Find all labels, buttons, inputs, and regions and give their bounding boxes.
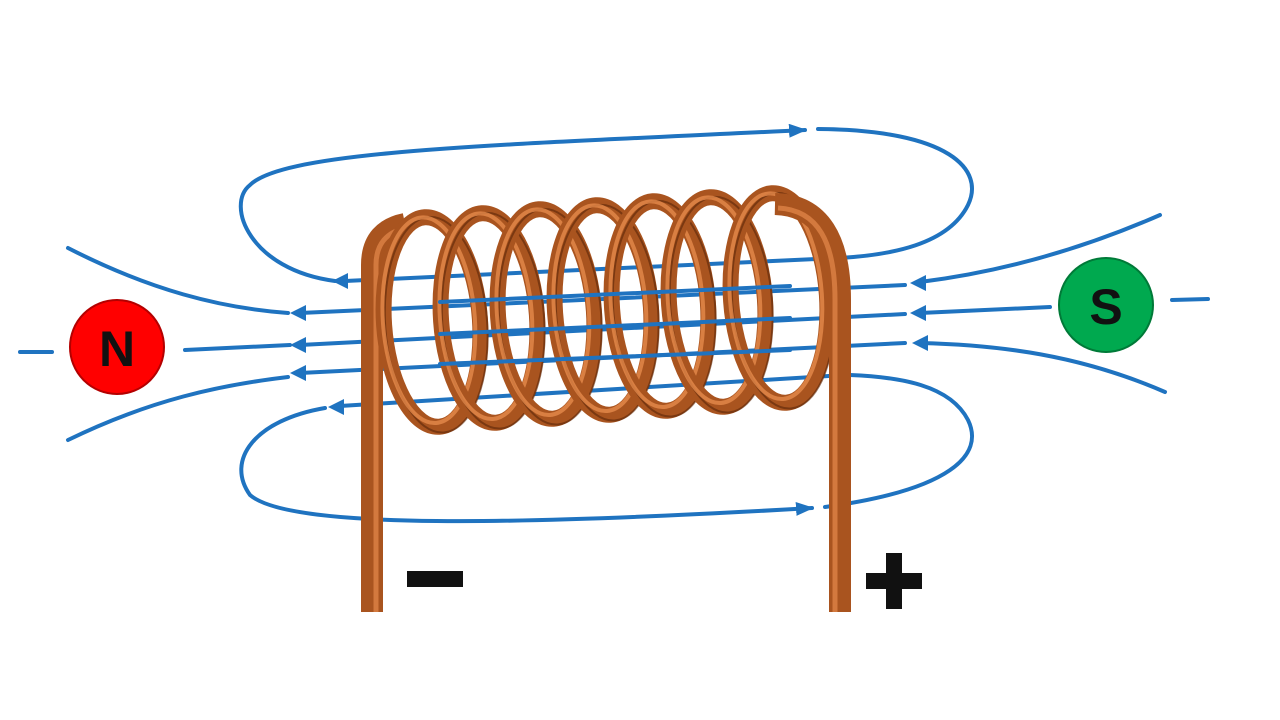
minus-sign [407, 571, 463, 587]
positive-terminal: + [0, 0, 922, 609]
arrowhead-inner-3 [290, 337, 306, 353]
arrowhead-right-upper [910, 275, 926, 291]
coil-turn-highlight [494, 207, 592, 418]
north-pole-label: N [99, 321, 135, 377]
field-line-left-lower-flare [66, 375, 290, 442]
field-line-inner-2 [298, 283, 907, 315]
arrowhead-inner-5 [328, 399, 344, 415]
field-line-left-upper-flare [66, 246, 290, 315]
field-line-right-upper-flare [918, 213, 1162, 284]
field-line-bottom-loop-return [823, 373, 974, 509]
field-line-top-loop [238, 123, 807, 283]
field-line-left-center [183, 343, 292, 352]
arrowhead-right-lower [912, 335, 928, 351]
field-lines-front [438, 284, 792, 366]
arrowhead-inner-4 [290, 365, 306, 381]
field-line-right-center [918, 305, 1052, 315]
copper-coil [361, 185, 851, 612]
south-pole: S [1058, 257, 1154, 353]
plus-sign-vertical [886, 553, 902, 609]
arrowhead-inner-1 [332, 273, 348, 289]
south-pole-circle [1058, 257, 1154, 353]
coil-turn-highlight [551, 203, 649, 414]
north-pole: N [69, 299, 165, 395]
field-line-top-loop-return [816, 127, 974, 260]
coil-turn-highlight [437, 211, 535, 422]
arrowhead-right-center [910, 305, 926, 321]
coil-right-lead [774, 193, 851, 612]
field-line-bottom-loop [239, 406, 814, 524]
coil-right-lead-highlight [777, 205, 838, 612]
positive-terminal-label: + [0, 0, 1, 1]
negative-terminal: − [0, 0, 463, 587]
field-line-right-lower-flare [918, 341, 1167, 394]
coil-turn-highlight [380, 215, 478, 426]
arrowhead-inner-2 [290, 305, 306, 321]
field-line-right-axis [1170, 297, 1210, 302]
south-pole-label: S [1089, 279, 1122, 335]
coil-turn-highlight [727, 191, 825, 402]
coil-turn-highlight [608, 199, 706, 410]
field-arrowheads [290, 273, 928, 415]
coil-turn-highlight [665, 195, 763, 406]
negative-terminal-label: − [0, 0, 1, 1]
north-pole-circle [69, 299, 165, 395]
